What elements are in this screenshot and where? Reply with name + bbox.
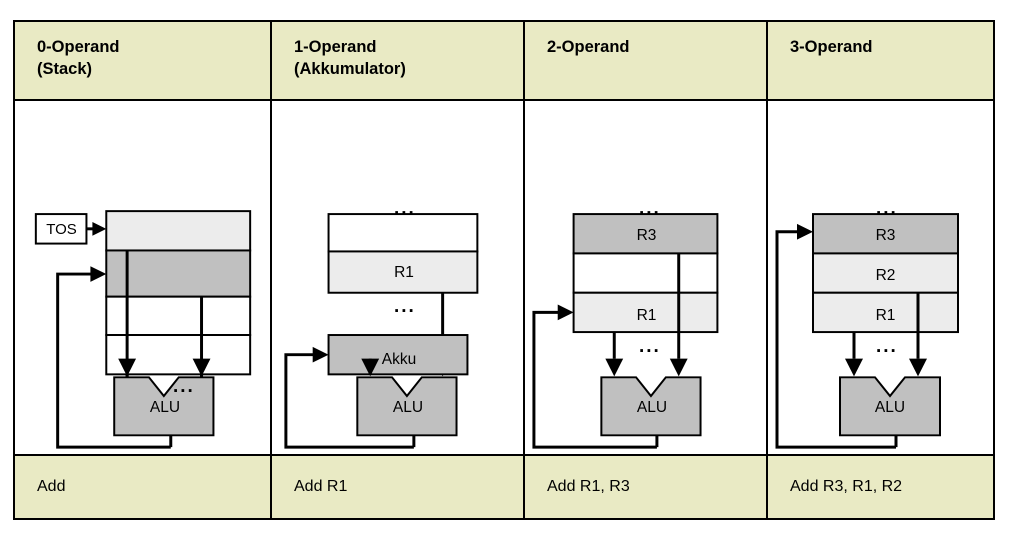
accumulator-label: Akku: [381, 351, 417, 368]
header-line1: 1-Operand: [294, 38, 377, 56]
zero-operand-diagram: [34, 210, 252, 449]
stack-cell-0: [105, 210, 252, 252]
header-cell-zero-operand: 0-Operand (Stack): [15, 22, 272, 99]
register-cell-label-r1: R1: [636, 307, 657, 324]
header-cell-three-operand: 3-Operand: [768, 22, 993, 99]
instruction-text: Add R1: [294, 478, 348, 495]
alu-feedback-arrow-head: [90, 266, 107, 282]
alu-input-left-arrow-head: [605, 358, 624, 377]
alu-input-right-arrow-head: [909, 358, 927, 377]
table-header-row: 0-Operand (Stack) 1-Operand (Akkumulator…: [15, 22, 993, 101]
instruction-cell-two-operand: Add R1, R3: [525, 456, 768, 518]
stack-ellipsis: ...: [173, 376, 195, 397]
alu-feedback-path: [284, 353, 414, 449]
table-body-row: ... ALU TOS: [15, 101, 993, 456]
table-footer-row: Add Add R1 Add R1, R3 Add R3, R1, R2: [15, 456, 993, 518]
alu-label: ALU: [149, 399, 181, 416]
instruction-text: Add: [37, 478, 66, 495]
alu-input-left-arrow-head: [118, 358, 137, 377]
register-cell-empty: [572, 252, 719, 294]
alu-label: ALU: [636, 399, 668, 416]
three-operand-diagram: [775, 213, 959, 449]
header-line1: 0-Operand: [37, 38, 120, 56]
register-cell-0: [327, 213, 479, 253]
accumulator-box: [327, 334, 469, 376]
register-ellipsis-bottom: ...: [394, 296, 416, 317]
diagram-cell-two-operand: ... ... R3 R1 ALU: [525, 101, 768, 454]
alu-feedback-path: [532, 310, 657, 449]
diagram-cell-one-operand: ... ... R1 Akku ALU: [272, 101, 525, 454]
diagram-cell-three-operand: ... ... R3 R2 R1 ALU: [768, 101, 993, 454]
diagram-cell-zero-operand: ... ALU TOS: [15, 101, 272, 454]
alu-label: ALU: [392, 399, 424, 416]
alu-label: ALU: [874, 399, 906, 416]
register-cell-r1: [572, 291, 719, 334]
register-cell-label-r1: R1: [875, 307, 896, 324]
one-operand-diagram: [284, 213, 479, 449]
register-cell-label-r3: R3: [636, 227, 657, 244]
header-line2: (Stack): [37, 60, 93, 79]
alu-feedback-arrow-head: [797, 223, 813, 240]
alu-shape: [600, 376, 702, 437]
alu-shape: [356, 376, 458, 437]
register-cell-label-r3: R3: [875, 227, 896, 244]
alu-feedback-path: [56, 272, 171, 449]
alu-input-left-arrow-head: [361, 358, 380, 377]
register-ellipsis-top: ...: [394, 198, 416, 219]
tos-arrow-head: [92, 221, 107, 236]
register-ellipsis-top: ...: [876, 198, 898, 219]
alu-feedback-arrow-head: [557, 304, 574, 321]
instruction-cell-zero-operand: Add: [15, 456, 272, 518]
register-cell-r2: [812, 252, 959, 294]
tos-label: TOS: [46, 221, 77, 238]
header-line2: (Akkumulator): [294, 60, 406, 79]
instruction-text: Add R3, R1, R2: [790, 478, 903, 495]
instruction-text: Add R1, R3: [547, 478, 630, 495]
register-cell-label-r2: R2: [875, 267, 896, 284]
header-cell-one-operand: 1-Operand (Akkumulator): [272, 22, 525, 99]
alu-shape: [839, 376, 941, 437]
operand-comparison-table: 0-Operand (Stack) 1-Operand (Akkumulator…: [13, 20, 995, 520]
register-cell-r1: [812, 291, 959, 334]
alu-feedback-arrow-head: [312, 346, 329, 363]
register-ellipsis-bottom: ...: [876, 336, 898, 357]
alu-feedback-path: [775, 230, 896, 449]
two-operand-diagram: [532, 213, 719, 449]
register-cell-1: [327, 250, 479, 294]
stack-cell-2: [105, 295, 252, 337]
instruction-cell-one-operand: Add R1: [272, 456, 525, 518]
alu-input-right-arrow-head: [669, 358, 688, 377]
alu-input-left-arrow-head: [845, 358, 863, 377]
header-cell-two-operand: 2-Operand: [525, 22, 768, 99]
alu-shape: [113, 376, 215, 437]
alu-input-right-arrow-head: [192, 358, 211, 377]
register-cell-r3: [812, 213, 959, 255]
header-line1: 3-Operand: [790, 38, 873, 56]
tos-box: [34, 213, 88, 245]
instruction-cell-three-operand: Add R3, R1, R2: [768, 456, 993, 518]
register-ellipsis-top: ...: [639, 198, 661, 219]
register-ellipsis-bottom: ...: [639, 336, 661, 357]
header-line1: 2-Operand: [547, 38, 630, 56]
register-cell-label-r1: R1: [394, 264, 414, 281]
